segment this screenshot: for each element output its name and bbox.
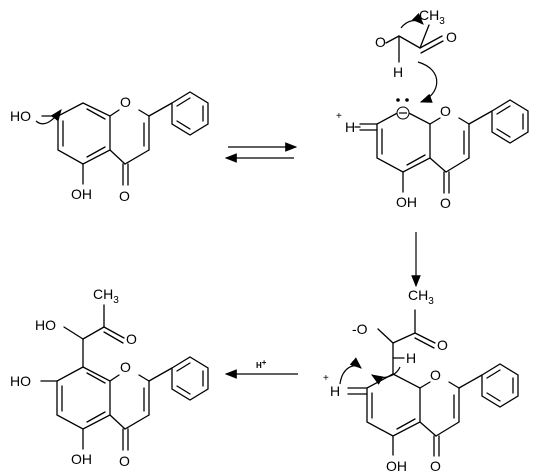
- hydroxyl-label: OH: [71, 451, 92, 467]
- curved-arrow: [400, 12, 424, 29]
- hydroxyl-label: OH: [386, 458, 407, 472]
- ring-oxygen-label: O: [440, 103, 451, 119]
- ring-oxygen-label: O: [430, 367, 441, 383]
- hydroxyl-label: OH: [396, 194, 417, 210]
- methyl-label: CH3: [408, 287, 434, 307]
- aldehyde-hydrogen-label: H: [393, 64, 403, 80]
- hydroxyl-label: HO: [10, 108, 31, 124]
- carbonyl-oxygen-label: O: [440, 195, 451, 211]
- molecule-product-flavone: O HO HO O CH3 OH O: [10, 286, 209, 469]
- curved-arrow: [35, 109, 62, 125]
- molecule-1-bonds: [41, 91, 209, 186]
- aldehyde-oxygen-label: O: [375, 34, 386, 50]
- hydrogen-label: H: [406, 350, 416, 366]
- methyl-label: CH3: [419, 7, 445, 27]
- hydroxyl-label: OH: [71, 186, 92, 202]
- reagent-label: H+: [256, 358, 267, 370]
- positive-charge-label: +: [323, 373, 329, 384]
- molecule-methylglyoxal: O O H CH3: [375, 7, 457, 103]
- ring-oxygen-label: O: [120, 359, 131, 375]
- alkoxide-label: -O: [352, 321, 368, 337]
- carbonyl-oxygen-label: O: [430, 458, 441, 472]
- protonated-oxygen-label: H: [330, 383, 340, 399]
- carbonyl-oxygen-label: O: [119, 188, 130, 204]
- ketone-oxygen-label: O: [126, 331, 137, 347]
- molecule-quinoid-intermediate: O H + OH O: [336, 98, 529, 211]
- lone-pair-dot: [396, 98, 400, 102]
- ring-oxygen-label: O: [120, 94, 131, 110]
- lone-pair-dot: [405, 98, 409, 102]
- positive-charge-label: +: [336, 111, 342, 122]
- equilibrium-arrows: [224, 142, 298, 163]
- curved-arrow: [370, 366, 401, 385]
- molecule-starting-flavone: O HO OH O: [10, 91, 209, 204]
- methyl-label: CH3: [93, 286, 119, 306]
- curved-arrow: [339, 357, 362, 385]
- protonated-oxygen-label: H: [345, 119, 355, 135]
- ketone-oxygen-label: O: [437, 337, 448, 353]
- hydroxyl-label: HO: [10, 373, 31, 389]
- molecule-alkoxide-adduct: O -O O CH3 H H + OH O: [323, 287, 519, 472]
- ketone-oxygen-label: O: [446, 29, 457, 45]
- hydroxyl-label: HO: [35, 317, 56, 333]
- carbonyl-oxygen-label: O: [119, 453, 130, 469]
- curved-arrow: [417, 61, 438, 103]
